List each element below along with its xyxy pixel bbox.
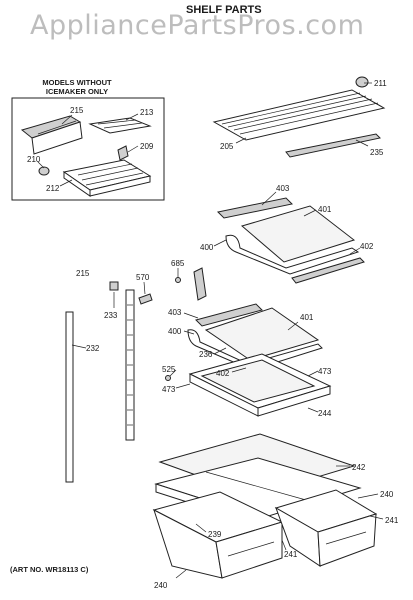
part-ice-bin-cover (20, 115, 83, 155)
part-glass-shelf-mid (204, 307, 320, 361)
inset-title: MODELS WITHOUT ICEMAKER ONLY (22, 78, 132, 96)
ladder-slots (127, 304, 133, 426)
label-402-upper: 402 (360, 242, 374, 251)
part-knob (38, 166, 50, 176)
part-cap (355, 76, 369, 88)
part-ice-tray (88, 117, 152, 134)
label-244: 244 (318, 409, 332, 418)
label-240-right: 240 (380, 490, 394, 499)
part-labels: 215 213 209 210 212 211 205 235 403 401 … (27, 79, 399, 590)
label-212: 212 (46, 184, 60, 193)
part-screw-525 (165, 375, 171, 381)
label-403-mid: 403 (168, 308, 182, 317)
label-241-right: 241 (385, 516, 399, 525)
label-215: 215 (70, 106, 84, 115)
part-crisper-drawer-right (274, 489, 378, 567)
label-233: 233 (104, 311, 118, 320)
page-title: SHELF PARTS (186, 4, 262, 16)
part-ladder-rail-232 (65, 311, 74, 483)
label-205: 205 (220, 142, 234, 151)
part-front-trim-mid (195, 303, 263, 327)
part-glass-shelf-upper (240, 205, 356, 263)
label-402-mid: 402 (216, 369, 230, 378)
inset-title-line2: ICEMAKER ONLY (45, 87, 109, 96)
label-232: 232 (86, 344, 100, 353)
label-685: 685 (171, 259, 185, 268)
part-rail (285, 133, 382, 158)
label-215-rail: 215 (76, 269, 90, 278)
label-473-left: 473 (162, 385, 176, 394)
label-239: 239 (208, 530, 222, 539)
label-236: 236 (199, 350, 213, 359)
label-235: 235 (370, 148, 384, 157)
label-209: 209 (140, 142, 154, 151)
part-bracket-mid (193, 267, 207, 301)
label-240-left: 240 (154, 581, 168, 590)
watermark: AppliancePartsPros.com (30, 10, 365, 41)
part-shelf-frame-mid (187, 329, 323, 371)
inset-box (11, 97, 165, 201)
part-front-trim-upper (216, 197, 294, 219)
part-slide-tray (188, 353, 332, 417)
label-403-upper: 403 (276, 184, 290, 193)
label-210: 210 (27, 155, 41, 164)
part-ice-bucket (62, 159, 152, 197)
part-shelf-frame-upper (225, 234, 360, 275)
label-213: 213 (140, 108, 154, 117)
part-screw (175, 277, 181, 283)
label-401-mid: 401 (300, 313, 314, 322)
label-525: 525 (162, 365, 176, 374)
part-pin (109, 281, 119, 291)
label-242: 242 (352, 463, 366, 472)
label-401-upper: 401 (318, 205, 332, 214)
label-400-upper: 400 (200, 243, 214, 252)
label-473-right: 473 (318, 367, 332, 376)
inset-title-line1: MODELS WITHOUT (42, 78, 112, 87)
part-crisper-drawer-left (152, 491, 284, 579)
part-rear-trim-upper (291, 257, 365, 284)
part-bracket (138, 293, 153, 305)
part-wire-shelf (212, 89, 386, 141)
label-241-left: 241 (284, 550, 298, 559)
leader-lines (37, 82, 384, 579)
part-clip (117, 145, 129, 161)
art-number: (ART NO. WR18113 C) (10, 565, 89, 574)
label-400-mid: 400 (168, 327, 182, 336)
label-570: 570 (136, 273, 150, 282)
label-211: 211 (374, 79, 387, 88)
